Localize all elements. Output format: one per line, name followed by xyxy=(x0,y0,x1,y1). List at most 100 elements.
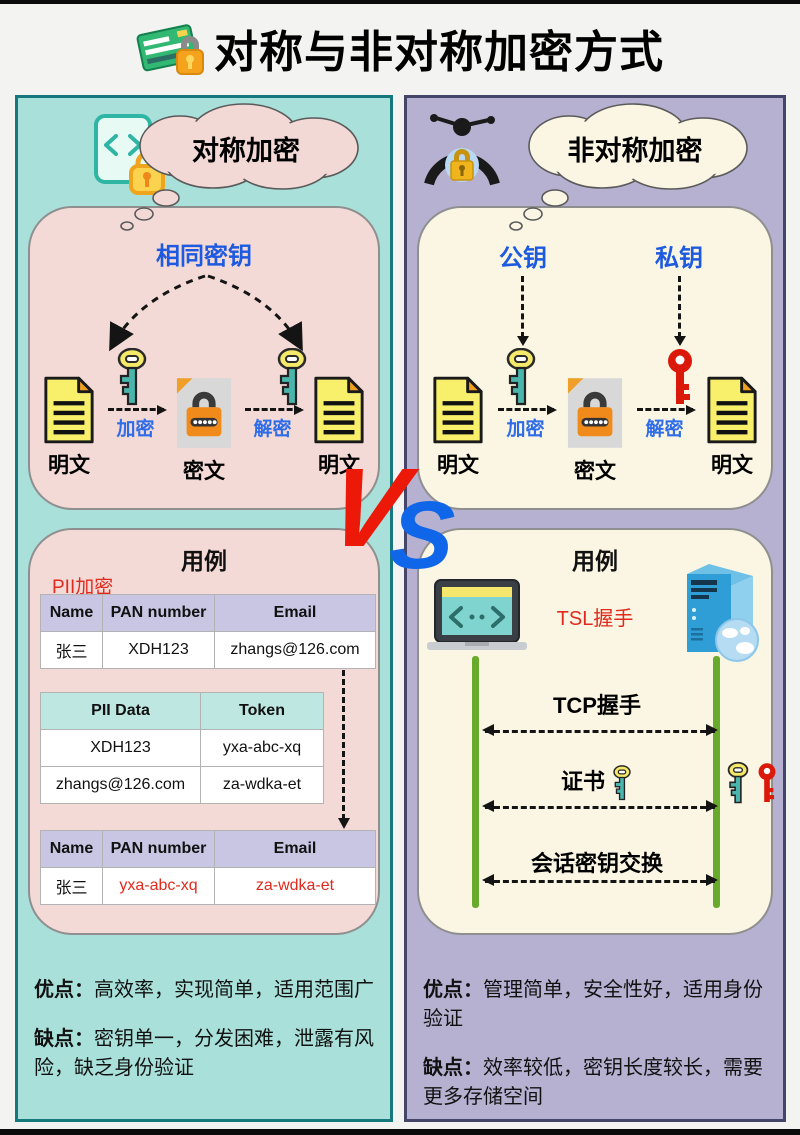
encrypt-arrow xyxy=(107,404,167,415)
table-row: 张三 yxa-abc-xq za-wdka-et xyxy=(40,867,376,905)
cons-text: 缺点：效率较低，密钥长度较长，需要更多存储空间 xyxy=(423,1057,763,1108)
public-key-icon xyxy=(503,347,539,411)
plaintext-item: 明文 xyxy=(431,376,485,479)
column-header: Name xyxy=(40,830,103,868)
usecase-title: 用例 xyxy=(572,548,618,574)
symmetric-notes: 优点：高效率，实现简单，适用范围广 缺点：密钥单一，分发困难，泄露有风险，缺乏身… xyxy=(34,976,378,1103)
tsl-handshake-tag: TSL握手 xyxy=(556,608,634,630)
session-key-arrow xyxy=(482,874,718,886)
same-key-label: 相同密钥 xyxy=(156,243,252,270)
tokenize-arrow xyxy=(337,670,350,829)
decrypt-label: 解密 xyxy=(253,419,292,440)
asymmetric-bubble-label: 非对称加密 xyxy=(568,135,703,166)
session-key-message: 会话密钥交换 xyxy=(530,851,663,876)
cell-name: 张三 xyxy=(40,867,103,905)
ciphertext-item: 密文 xyxy=(175,376,233,485)
ciphertext-item: 密文 xyxy=(566,376,624,485)
symmetric-panel-head: 对称加密 xyxy=(18,98,390,231)
top-border-bar xyxy=(0,0,800,4)
cell-name: 张三 xyxy=(40,631,103,669)
token-mapping-table: PII Data Token XDH123 yxa-abc-xq zhangs@… xyxy=(40,692,324,804)
private-key-arrow xyxy=(673,276,686,346)
certificate-arrow xyxy=(482,800,718,812)
server-icon xyxy=(661,560,765,669)
column-header: Token xyxy=(200,692,324,730)
cons-text: 缺点：密钥单一，分发困难，泄露有风险，缺乏身份验证 xyxy=(34,1028,374,1079)
locked-document-icon xyxy=(176,378,232,448)
public-key-label: 公钥 xyxy=(499,245,547,272)
server-keypair xyxy=(725,760,779,806)
plaintext-label: 明文 xyxy=(437,454,479,477)
plaintext-item: 明文 xyxy=(312,376,366,479)
symmetric-key-icon xyxy=(114,347,150,411)
encrypt-arrow xyxy=(497,404,557,415)
column-header: Email xyxy=(214,594,376,632)
encrypt-step: 加密 xyxy=(497,404,557,441)
plaintext-label: 明文 xyxy=(318,454,360,477)
hacker-lock-icon xyxy=(423,112,507,197)
document-icon xyxy=(433,376,483,444)
cell-email-token: za-wdka-et xyxy=(214,867,376,905)
decrypt-arrow xyxy=(636,404,696,415)
cell-pii: zhangs@126.com xyxy=(40,766,201,804)
symmetric-usecase-box: 用例 PII加密 Name PAN number Email 张三 XDH123… xyxy=(28,528,380,935)
ciphertext-label: 密文 xyxy=(183,460,225,483)
plaintext-label: 明文 xyxy=(711,454,753,477)
certificate-key-icon xyxy=(613,765,631,801)
asymmetric-thought-cloud: 非对称加密 xyxy=(497,98,769,241)
versus-badge: V S xyxy=(319,445,458,589)
ciphertext-label: 密文 xyxy=(574,460,616,483)
private-key-label: 私钥 xyxy=(655,245,703,272)
column-header: PII Data xyxy=(40,692,201,730)
plaintext-item: 明文 xyxy=(42,376,96,479)
private-key-icon xyxy=(758,763,776,803)
pros-text: 优点：高效率，实现简单，适用范围广 xyxy=(34,979,374,1001)
asymmetric-panel-head: 非对称加密 xyxy=(407,98,783,231)
pii-source-table: Name PAN number Email 张三 XDH123 zhangs@1… xyxy=(40,594,376,669)
plaintext-label: 明文 xyxy=(48,454,90,477)
table-row: XDH123 yxa-abc-xq xyxy=(40,729,324,767)
cell-pan: XDH123 xyxy=(102,631,215,669)
page-header: 对称与非对称加密方式 xyxy=(0,6,800,90)
locked-document-icon xyxy=(567,378,623,448)
private-key-icon xyxy=(663,348,697,411)
card-lock-icon xyxy=(136,14,206,83)
decrypt-arrow xyxy=(244,404,304,415)
tcp-handshake-arrow xyxy=(482,724,718,736)
asymmetric-flow-box: 公钥 私钥 xyxy=(417,206,773,510)
page-title: 对称与非对称加密方式 xyxy=(214,28,664,77)
document-icon xyxy=(707,376,757,444)
bottom-border-bar xyxy=(0,1129,800,1135)
symmetric-bubble-label: 对称加密 xyxy=(192,135,300,166)
cell-pii: XDH123 xyxy=(40,729,201,767)
symmetric-panel: 对称加密 相同密钥 xyxy=(15,95,393,1122)
encryption-flow: 明文 加密 密文 xyxy=(431,376,759,485)
key-distribution-arrows xyxy=(80,270,330,361)
versus-s: S xyxy=(386,482,458,589)
cell-token: yxa-abc-xq xyxy=(200,729,324,767)
symmetric-key-icon xyxy=(274,347,310,411)
column-header: Email xyxy=(214,830,376,868)
document-icon xyxy=(44,376,94,444)
symmetric-flow-box: 相同密钥 xyxy=(28,206,380,510)
encryption-flow: 明文 加密 密文 xyxy=(42,376,366,485)
encrypt-label: 加密 xyxy=(506,419,545,440)
cell-email: zhangs@126.com xyxy=(214,631,376,669)
encrypt-label: 加密 xyxy=(116,419,155,440)
symmetric-thought-cloud: 对称加密 xyxy=(108,98,380,241)
usecase-title: 用例 xyxy=(181,548,227,574)
column-header: PAN number xyxy=(102,594,215,632)
document-icon xyxy=(314,376,364,444)
asymmetric-panel: 非对称加密 公钥 私钥 xyxy=(404,95,786,1122)
pii-tokenized-table: Name PAN number Email 张三 yxa-abc-xq za-w… xyxy=(40,830,376,905)
certificate-message: 证书 xyxy=(479,764,715,801)
asymmetric-usecase-box: 用例 TSL握手 xyxy=(417,528,776,935)
pii-encryption-tag: PII加密 xyxy=(52,577,114,598)
client-lifeline xyxy=(472,656,479,908)
asymmetric-notes: 优点：管理简单，安全性好，适用身份验证 缺点：效率较低，密钥长度较长，需要更多存… xyxy=(423,976,771,1132)
column-header: PAN number xyxy=(102,830,215,868)
public-key-icon xyxy=(727,761,749,804)
column-header: Name xyxy=(40,594,103,632)
table-row: zhangs@126.com za-wdka-et xyxy=(40,766,324,804)
